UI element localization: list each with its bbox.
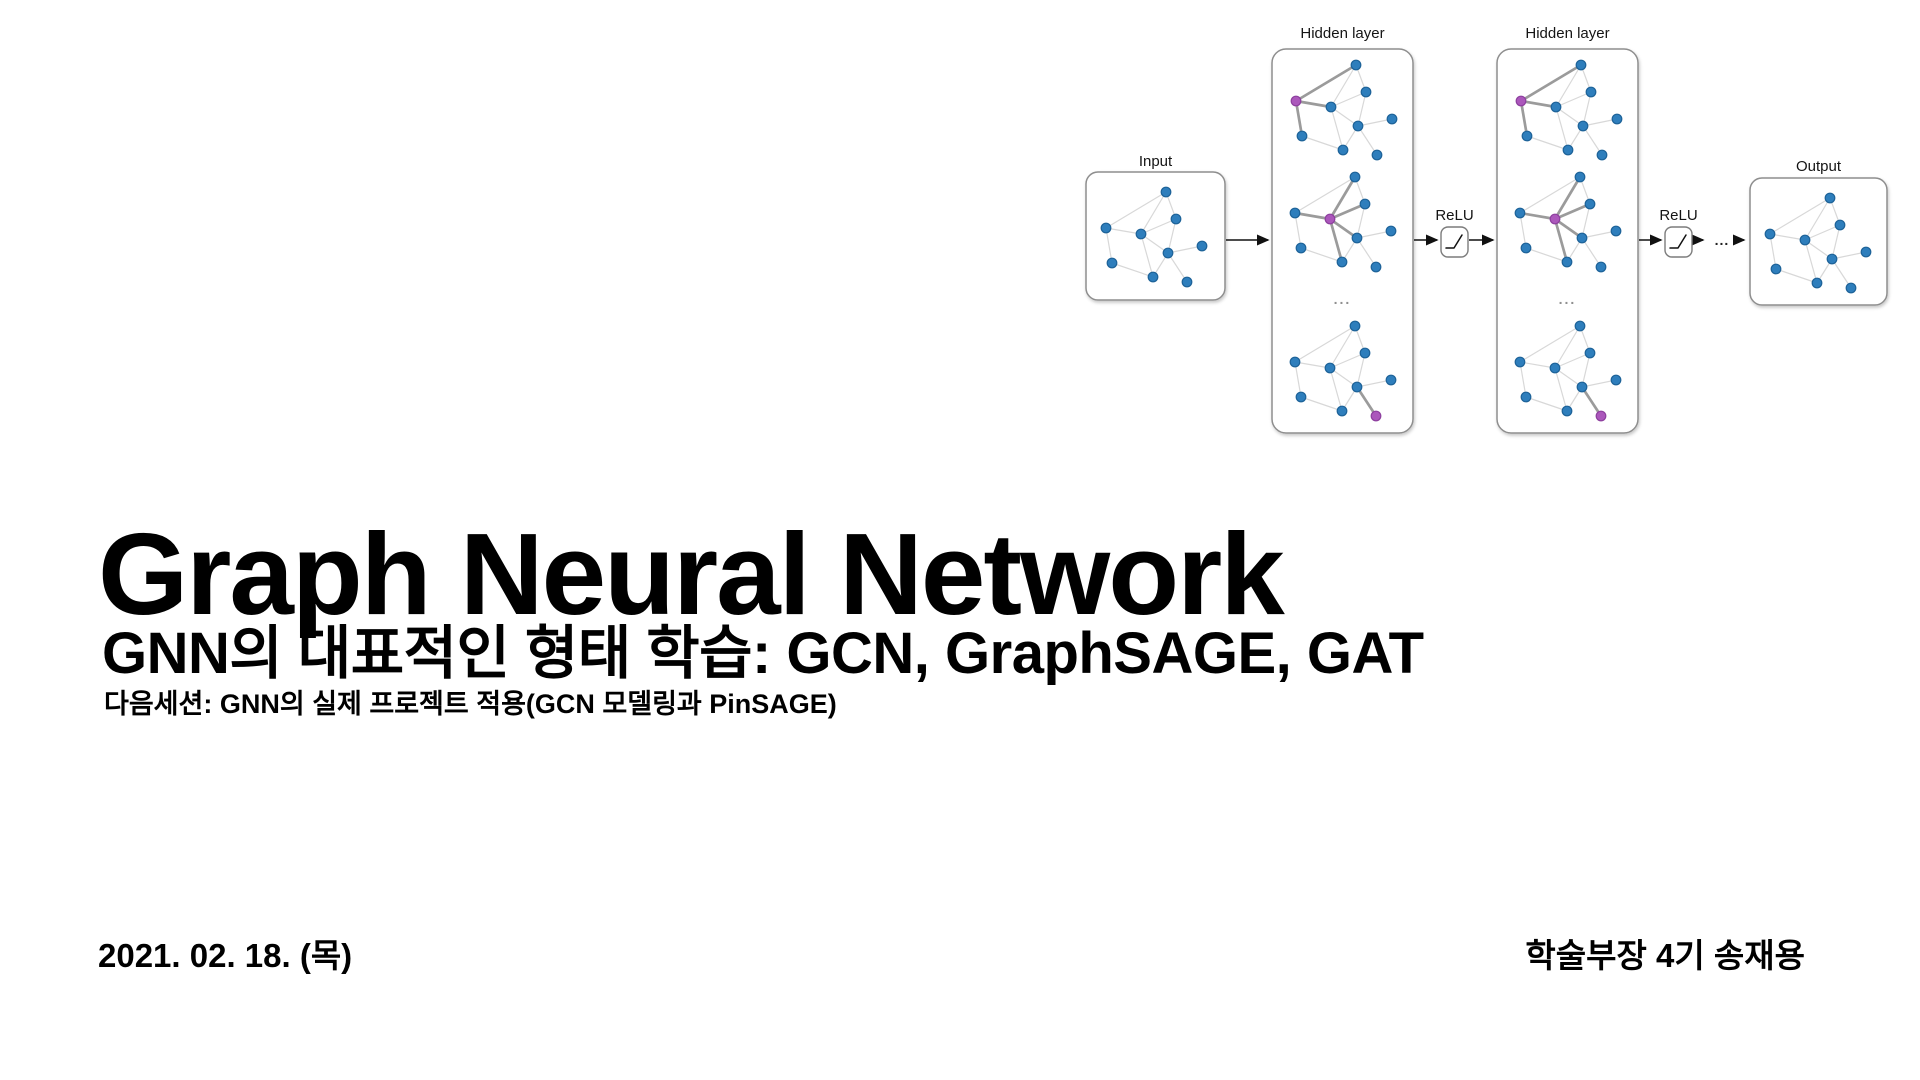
output-graph (1764, 192, 1872, 294)
hidden2-graph-1 (1515, 59, 1623, 161)
output-label: Output (1796, 158, 1842, 175)
input-graph (1100, 186, 1208, 288)
flow-ellipsis: ... (1715, 232, 1730, 248)
relu-2-label: ReLU (1659, 207, 1697, 224)
hidden2-ellipsis: ... (1559, 291, 1577, 307)
slide-date: 2021. 02. 18. (목) (98, 937, 353, 974)
hidden1-graph-3 (1289, 320, 1397, 422)
input-label: Input (1139, 153, 1173, 170)
relu-1-icon (1440, 226, 1469, 258)
relu-1-label: ReLU (1435, 207, 1473, 224)
input-box (1085, 171, 1226, 301)
hidden2-graph-2 (1514, 171, 1622, 273)
hidden-layer-1-box (1271, 48, 1414, 434)
presenter-credit: 학술부장 4기 송재용 (1525, 937, 1805, 974)
hidden-layer-2-label: Hidden layer (1525, 25, 1609, 42)
hidden1-graph-2 (1289, 171, 1397, 273)
slide-title: Graph Neural Network (98, 508, 1285, 639)
hidden-layer-1-label: Hidden layer (1300, 25, 1384, 42)
gnn-architecture-diagram: Input Hidden layer Hidden layer Output R… (1085, 25, 1888, 434)
session-note: 다음세션: GNN의 실제 프로젝트 적용(GCN 모델링과 PinSAGE) (104, 689, 837, 719)
relu-2-icon (1664, 226, 1693, 258)
hidden-layer-2-box (1496, 48, 1639, 434)
hidden1-graph-1 (1290, 59, 1398, 161)
hidden1-ellipsis: ... (1334, 291, 1352, 307)
output-box (1749, 177, 1888, 306)
hidden2-graph-3 (1514, 320, 1622, 422)
slide-subtitle: GNN의 대표적인 형태 학습: GCN, GraphSAGE, GAT (102, 621, 1424, 687)
